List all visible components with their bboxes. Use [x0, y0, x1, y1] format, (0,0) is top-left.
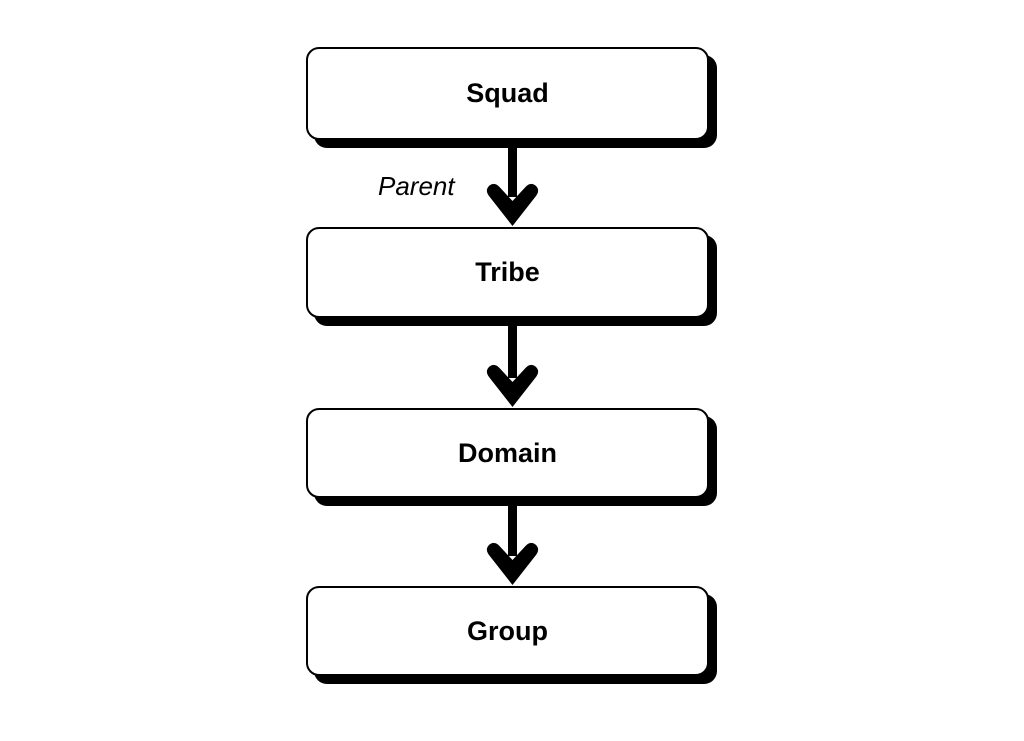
node-tribe-label: Tribe: [475, 257, 540, 287]
node-squad-label: Squad: [466, 78, 549, 108]
down-arrow-icon: [486, 318, 539, 407]
down-arrow-icon: [486, 498, 539, 585]
connector-tribe-to-domain: [0, 318, 1024, 408]
node-squad[interactable]: Squad: [306, 47, 709, 140]
node-tribe[interactable]: Tribe: [306, 227, 709, 318]
connector-domain-to-group: [0, 498, 1024, 586]
down-arrow-icon: [486, 140, 539, 226]
node-domain[interactable]: Domain: [306, 408, 709, 498]
node-group[interactable]: Group: [306, 586, 709, 676]
edge-label-parent: Parent: [378, 171, 455, 201]
node-domain-label: Domain: [457, 437, 557, 468]
connector-squad-to-tribe: [0, 140, 1024, 227]
node-group-label: Group: [467, 615, 548, 646]
